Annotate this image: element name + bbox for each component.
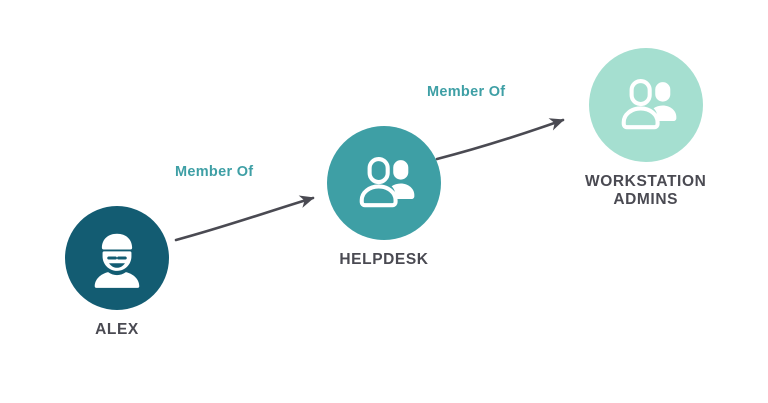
node-helpdesk-label: HELPDESK: [339, 251, 429, 268]
node-alex-label: ALEX: [95, 321, 139, 338]
node-alex-circle[interactable]: [65, 206, 169, 310]
node-alex[interactable]: ALEX: [65, 206, 169, 339]
node-helpdesk-circle[interactable]: [327, 126, 441, 240]
user-icon: [94, 233, 140, 288]
node-helpdesk[interactable]: HELPDESK: [327, 126, 441, 269]
group-icon: [359, 157, 415, 208]
node-workstation-admins[interactable]: WORKSTATION ADMINS: [585, 48, 706, 210]
edge-arrow-helpdesk-to-workstation-admins: [435, 118, 565, 161]
group-icon: [621, 79, 677, 130]
edge-label-helpdesk-to-workstation-admins: Member Of: [427, 84, 506, 100]
edge-arrow-alex-to-helpdesk: [174, 195, 315, 242]
edge-label-alex-to-helpdesk: Member Of: [175, 164, 254, 180]
node-workstation-admins-label: WORKSTATION ADMINS: [585, 173, 707, 209]
node-workstation-admins-circle[interactable]: [588, 48, 703, 162]
